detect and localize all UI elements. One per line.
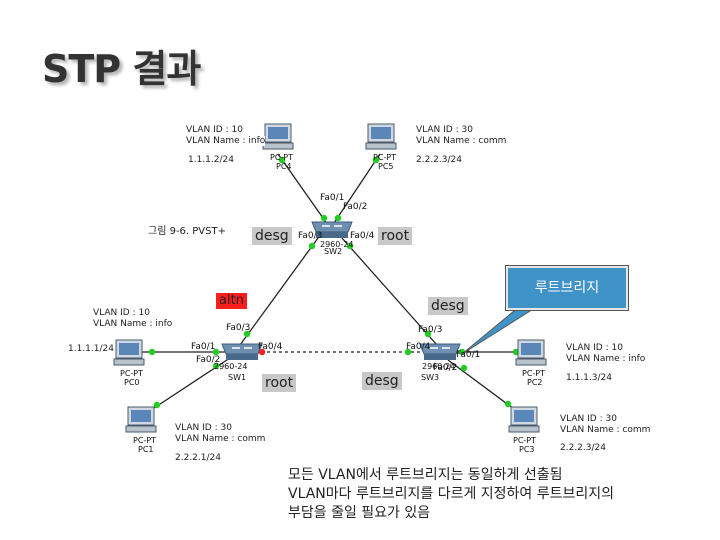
pc-icon[interactable] xyxy=(365,123,397,150)
caption-line: 부담을 줄일 필요가 있음 xyxy=(288,505,431,521)
pc0-vlan-name: VLAN Name : info xyxy=(93,319,173,329)
link-sw2-pc5 xyxy=(331,153,381,227)
pc2-ip: 1.1.1.3/24 xyxy=(566,373,612,383)
sw2-port-fa03: Fa0/3 xyxy=(298,231,323,241)
role-root: root xyxy=(262,374,297,392)
pc2-vlan-id: VLAN ID : 10 xyxy=(566,343,623,353)
sw3-label: SW3 xyxy=(421,373,440,382)
sw3-model: 2960-24 xyxy=(422,362,456,371)
sw2-port-fa01: Fa0/1 xyxy=(320,193,345,203)
pc5-type: PC-PT xyxy=(373,153,397,162)
pc0-label: PC0 xyxy=(124,378,140,387)
pc3-label: PC3 xyxy=(519,445,535,454)
port-led xyxy=(460,364,468,372)
pc-icon[interactable] xyxy=(508,406,540,433)
role-root: root xyxy=(378,227,413,245)
root-bridge-callout: 루트브리지 xyxy=(505,265,629,311)
pc4-vlan-id: VLAN ID : 10 xyxy=(186,125,243,135)
pc4-label: PC4 xyxy=(276,162,292,171)
caption-line: 모든 VLAN에서 루트브리지는 동일하게 선출됨 xyxy=(288,467,563,483)
pc4-type: PC-PT xyxy=(270,153,294,162)
slide-title: STP 결과 xyxy=(42,47,201,91)
pc1-ip: 2.2.2.1/24 xyxy=(175,453,221,463)
sw2-port-fa02: Fa0/2 xyxy=(343,202,368,212)
port-led xyxy=(212,362,220,370)
port-led xyxy=(278,156,286,164)
port-led xyxy=(308,242,316,250)
pc4-ip: 1.1.1.2/24 xyxy=(188,155,234,165)
port-led xyxy=(346,242,354,250)
pc1-vlan-id: VLAN ID : 30 xyxy=(175,423,232,433)
pc-icon[interactable] xyxy=(125,406,157,433)
pc-icon[interactable] xyxy=(515,339,547,366)
port-led xyxy=(148,348,156,356)
sw2-model: 2960-24 xyxy=(320,240,354,249)
pc5-vlan-name: VLAN Name : comm xyxy=(416,136,507,146)
link-sw2-pc4 xyxy=(277,153,331,229)
pc1-type: PC-PT xyxy=(133,436,157,445)
pc3-ip: 2.2.2.3/24 xyxy=(560,443,606,453)
pc1-label: PC1 xyxy=(138,445,154,454)
pc3-vlan-name: VLAN Name : comm xyxy=(560,425,651,435)
role-desg: desg xyxy=(252,227,292,245)
port-led xyxy=(404,348,412,356)
pc4-vlan-name: VLAN Name : info xyxy=(186,136,266,146)
role-desg: desg xyxy=(362,372,402,390)
pc1-vlan-name: VLAN Name : comm xyxy=(175,434,266,444)
sw3-port-fa04: Fa0/4 xyxy=(406,342,431,352)
pc2-label: PC2 xyxy=(527,378,543,387)
port-led-blocked xyxy=(258,348,266,356)
sw3-port-fa03: Fa0/3 xyxy=(418,325,443,335)
port-led xyxy=(243,330,251,338)
pc2-vlan-name: VLAN Name : info xyxy=(566,354,646,364)
pc-icon[interactable] xyxy=(113,339,145,366)
pc2-type: PC-PT xyxy=(522,369,546,378)
pc5-vlan-id: VLAN ID : 30 xyxy=(416,125,473,135)
sw2-port-fa04: Fa0/4 xyxy=(350,231,375,241)
pc0-type: PC-PT xyxy=(120,369,144,378)
link-sw2-sw1 xyxy=(239,237,319,346)
link-sw2-sw3 xyxy=(341,237,438,346)
sw1-label: SW1 xyxy=(228,373,247,382)
pc3-type: PC-PT xyxy=(513,436,537,445)
pc3-vlan-id: VLAN ID : 30 xyxy=(560,414,617,424)
port-led xyxy=(458,348,466,356)
sw1-port-fa02: Fa0/2 xyxy=(196,355,221,365)
port-led xyxy=(212,348,220,356)
sw1-port-fa04: Fa0/4 xyxy=(258,342,283,352)
pc0-ip: 1.1.1.1/24 xyxy=(68,344,114,354)
switch-icon[interactable] xyxy=(419,343,461,360)
figure-note: 그림 9-6. PVST+ xyxy=(148,226,226,237)
sw1-model: 2960-24 xyxy=(214,362,248,371)
sw1-port-fa01: Fa0/1 xyxy=(191,342,216,352)
sw1-port-fa03: Fa0/3 xyxy=(226,323,251,333)
role-altn: altn xyxy=(216,293,247,309)
pc-icon[interactable] xyxy=(262,123,294,150)
caption: 모든 VLAN에서 루트브리지는 동일하게 선출됨 VLAN마다 루트브리지를 … xyxy=(288,466,614,523)
port-led xyxy=(334,214,342,222)
port-led xyxy=(320,214,328,222)
sw3-port-fa02: Fa0/2 xyxy=(433,363,458,373)
pc5-ip: 2.2.2.3/24 xyxy=(416,155,462,165)
pc0-vlan-id: VLAN ID : 10 xyxy=(93,308,150,318)
port-led xyxy=(424,330,432,338)
port-led xyxy=(504,400,512,408)
caption-line: VLAN마다 루트브리지를 다르게 지정하여 루트브리지의 xyxy=(288,486,615,502)
port-led xyxy=(372,156,380,164)
pc5-label: PC5 xyxy=(378,162,394,171)
role-desg: desg xyxy=(428,297,468,315)
switch-icon[interactable] xyxy=(221,343,263,360)
port-led xyxy=(153,401,161,409)
switch-icon[interactable] xyxy=(311,221,353,238)
sw2-label: SW2 xyxy=(324,247,343,256)
sw3-port-fa01: Fa0/1 xyxy=(456,350,481,360)
